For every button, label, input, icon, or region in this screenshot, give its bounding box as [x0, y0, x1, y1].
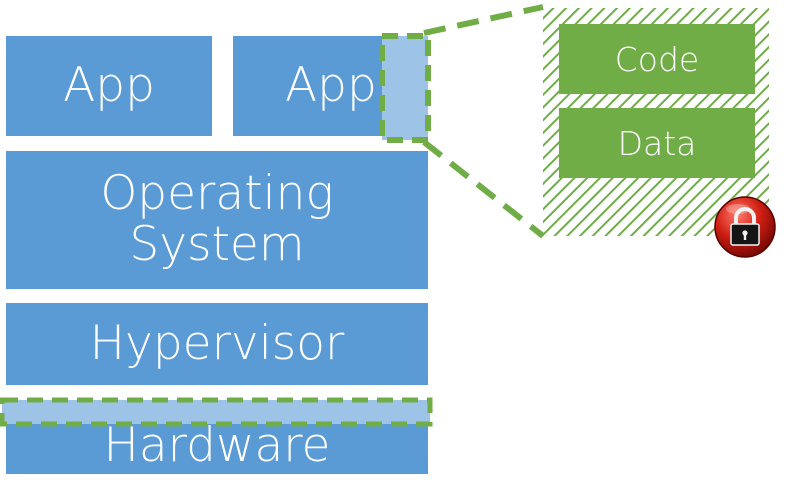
- lock-icon: [714, 196, 776, 258]
- zoom-connector-bottom: [422, 139, 545, 239]
- app-layer-right: App: [233, 36, 428, 136]
- operating-system-layer: Operating System: [6, 151, 428, 289]
- enclave-data-block: Data: [559, 108, 755, 178]
- app-label-right: App: [285, 57, 377, 113]
- hypervisor-layer: Hypervisor: [6, 303, 428, 385]
- enclave-code-block: Code: [559, 24, 755, 94]
- hardware-layer: Hardware: [6, 400, 428, 474]
- hypervisor-label: Hypervisor: [89, 315, 345, 371]
- operating-system-label: Operating System: [100, 166, 334, 272]
- enclave-code-label: Code: [614, 39, 700, 79]
- zoom-connector-top: [423, 4, 544, 36]
- enclave-data-label: Data: [617, 123, 697, 163]
- app-layer-left: App: [6, 36, 212, 136]
- app-label-left: App: [63, 57, 155, 113]
- hardware-label: Hardware: [103, 417, 331, 473]
